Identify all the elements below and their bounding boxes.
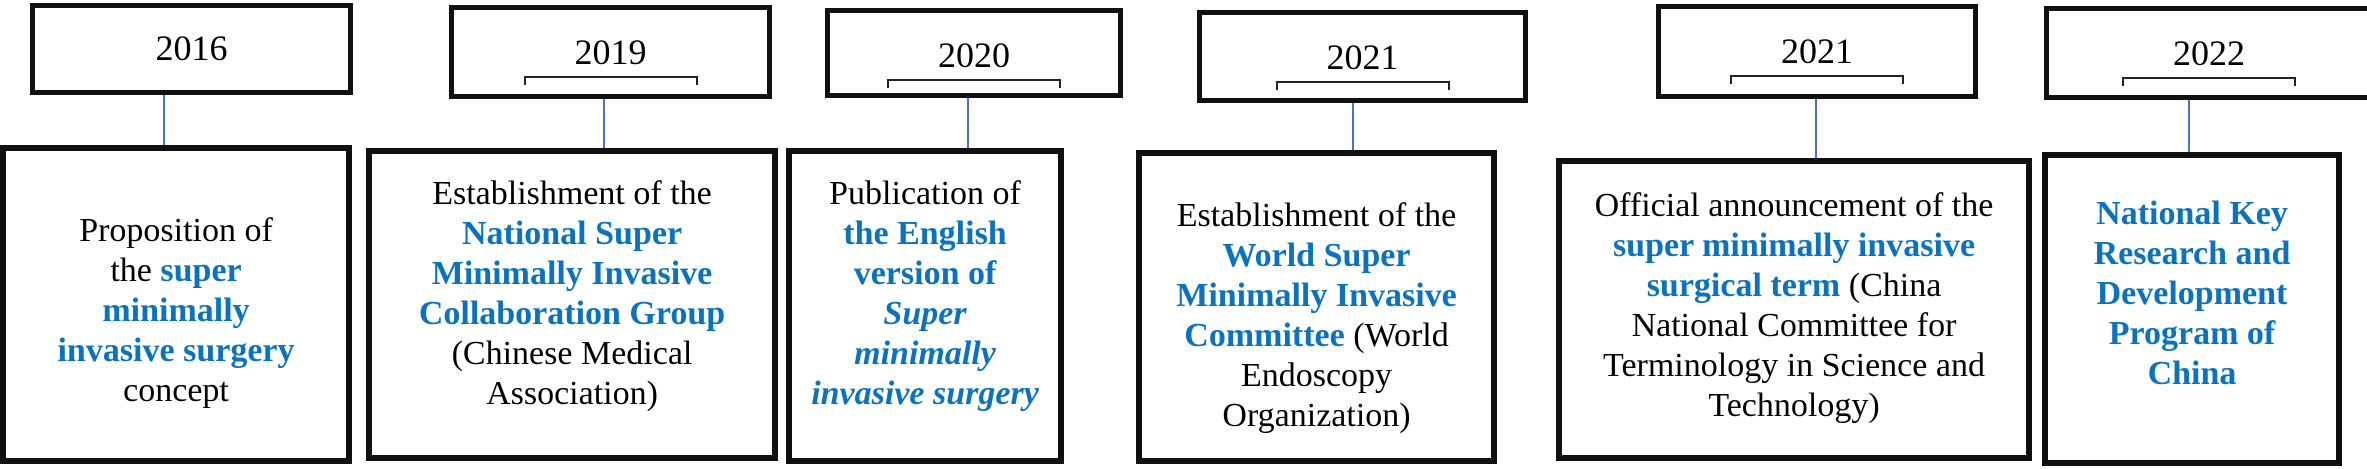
event-text: Establishment of the: [432, 175, 712, 212]
year-box-2019: 2019: [449, 5, 772, 99]
year-label: 2020: [938, 35, 1010, 75]
bracket-line: [1275, 81, 1450, 90]
bracket-line: [2122, 77, 2296, 86]
event-box-2021-term: Official announcement of the super minim…: [1556, 158, 2032, 461]
event-highlight: World Super Minimally Invasive Committee: [1176, 237, 1457, 354]
event-highlight: National Super Minimally Invasive Collab…: [418, 215, 726, 332]
connector-line: [163, 95, 165, 145]
event-box-2022: National Key Research and Development Pr…: [2042, 152, 2342, 466]
book-title: Super minimally invasive surgery: [811, 295, 1039, 412]
event-box-2020: Publication of the English version of Su…: [786, 148, 1064, 464]
year-box-2022: 2022: [2044, 6, 2367, 100]
year-box-2021: 2021: [1656, 4, 1978, 99]
event-highlight: the English version of: [843, 215, 1007, 292]
event-highlight: super minimally invasive surgical term: [1612, 227, 1976, 304]
connector-line: [603, 99, 605, 148]
event-text: Proposition of the: [79, 212, 273, 289]
event-text: (Chinese Medical Association): [451, 335, 693, 412]
year-label: 2022: [2173, 33, 2245, 73]
event-box-2019: Establishment of the National Super Mini…: [366, 148, 778, 461]
event-text: Publication of: [829, 175, 1021, 212]
event-box-2016: Proposition of the super minimally invas…: [0, 145, 352, 464]
connector-line: [1815, 99, 1817, 158]
year-box-2016: 2016: [30, 3, 353, 95]
year-label: 2016: [155, 28, 228, 68]
event-highlight: National Key Research and Development Pr…: [2093, 195, 2291, 392]
event-text: Establishment of the: [1176, 197, 1457, 234]
connector-line: [967, 98, 969, 148]
event-box-2021-committee: Establishment of the World Super Minimal…: [1136, 150, 1497, 464]
year-box-2020: 2020: [825, 8, 1123, 98]
year-label: 2021: [1781, 31, 1853, 71]
year-box-2021: 2021: [1197, 10, 1528, 103]
bracket-line: [523, 76, 698, 85]
event-text: Official announcement of the: [1594, 187, 1994, 224]
connector-line: [1352, 103, 1354, 150]
event-text: (China National Committee for Terminolog…: [1603, 267, 1985, 424]
year-label: 2019: [574, 32, 647, 72]
event-highlight: super minimally invasive surgery: [57, 252, 295, 369]
event-text: concept: [123, 372, 229, 409]
bracket-line: [1730, 75, 1904, 84]
event-text: (World Endoscopy Organization): [1222, 317, 1449, 434]
connector-line: [2188, 100, 2190, 152]
year-label: 2021: [1326, 37, 1399, 77]
bracket-line: [887, 79, 1061, 88]
